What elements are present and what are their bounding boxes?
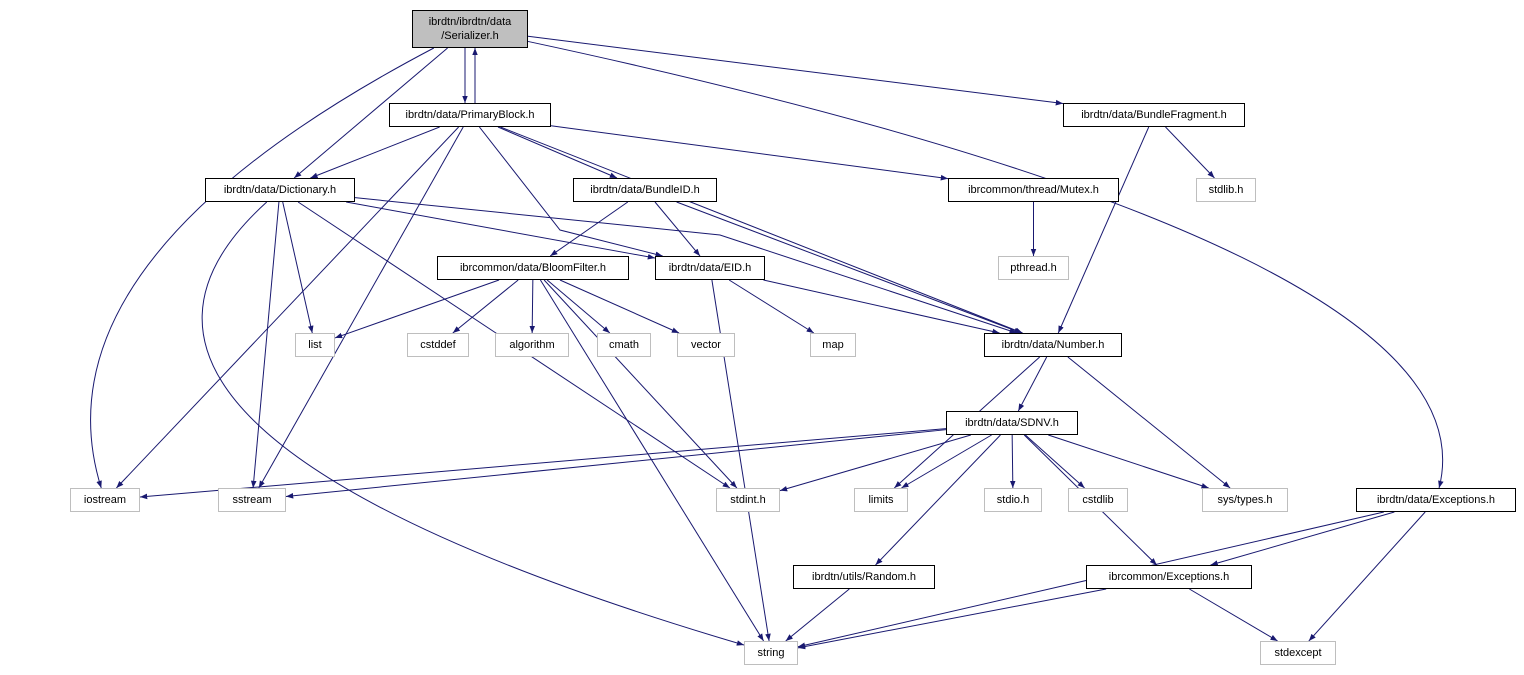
edge-bundleid-number [676,201,1022,334]
graph-node-string: string [744,641,798,665]
graph-node-stdlib: stdlib.h [1196,178,1256,202]
edge-bloomfilter-stdint [543,279,738,489]
graph-node-stdio: stdio.h [984,488,1042,512]
edge-sdnv-cstdlib [1025,434,1085,489]
graph-node-random[interactable]: ibrdtn/utils/Random.h [793,565,935,589]
edge-dictionary-number [354,197,1017,334]
edge-sdnv-stdio [1009,434,1016,489]
graph-node-stdint: stdint.h [716,488,780,512]
edge-serializer-exc_ibrdtn [527,40,1444,489]
edge-exc_ibrdtn-stdexcept [1308,511,1426,642]
edge-sdnv-random [875,434,1001,566]
edge-bundlefragment-stdlib [1165,126,1215,179]
edge-primaryblock-mutex [550,125,949,181]
edge-dictionary-string [201,201,745,646]
edge-bloomfilter-string [539,279,765,642]
edge-bundleid-bloomfilter [549,201,629,257]
graph-node-serializer: ibrdtn/ibrdtn/data /Serializer.h [412,10,528,48]
graph-node-bundlefragment[interactable]: ibrdtn/data/BundleFragment.h [1063,103,1245,127]
edge-primaryblock-bundleid [497,126,618,179]
edge-number-systypes [1067,356,1231,489]
edge-bundleid-eid [654,201,701,257]
edge-bundlefragment-number [1057,126,1150,334]
graph-node-eid[interactable]: ibrdtn/data/EID.h [655,256,765,280]
edge-sdnv-iostream [139,428,947,500]
graph-node-stdexcept: stdexcept [1260,641,1336,665]
edge-exc_ibrdtn-exc_ibrcommon [1210,511,1395,566]
graph-node-vector: vector [677,333,735,357]
graph-node-sdnv[interactable]: ibrdtn/data/SDNV.h [946,411,1078,435]
edge-bloomfilter-cmath [546,279,611,334]
graph-node-number[interactable]: ibrdtn/data/Number.h [984,333,1122,357]
edge-sdnv-stdint [779,434,971,492]
graph-node-iostream: iostream [70,488,140,512]
graph-node-systypes: sys/types.h [1202,488,1288,512]
graph-node-exc_ibrcommon[interactable]: ibrcommon/Exceptions.h [1086,565,1252,589]
edge-sdnv-systypes [1048,434,1209,489]
edge-bloomfilter-list [334,279,500,339]
edge-primaryblock-iostream [116,126,459,489]
graph-node-bundleid[interactable]: ibrdtn/data/BundleID.h [573,178,717,202]
graph-node-cstdlib: cstdlib [1068,488,1128,512]
edge-bloomfilter-algorithm [529,279,536,334]
edge-bloomfilter-vector [559,279,680,334]
edge-serializer-bundlefragment [527,35,1064,106]
edge-bloomfilter-cstddef [452,279,519,334]
edge-sdnv-sstream [285,429,947,499]
graph-node-cstddef: cstddef [407,333,469,357]
edge-serializer-dictionary [293,47,448,179]
graph-node-dictionary[interactable]: ibrdtn/data/Dictionary.h [205,178,355,202]
edge-primaryblock-dictionary [310,126,440,179]
edge-serializer-iostream [90,47,435,489]
edge-exc_ibrcommon-string [797,588,1107,650]
edge-primaryblock-sstream [258,126,464,489]
graph-node-mutex[interactable]: ibrcommon/thread/Mutex.h [948,178,1119,202]
edge-exc_ibrcommon-stdexcept [1189,588,1278,642]
graph-node-bloomfilter[interactable]: ibrcommon/data/BloomFilter.h [437,256,629,280]
graph-node-map: map [810,333,856,357]
edge-dictionary-sstream [250,201,280,489]
edge-sdnv-limits [901,434,992,489]
edge-primaryblock-eid [478,126,663,257]
graph-node-pthread: pthread.h [998,256,1069,280]
edge-eid-map [728,279,815,334]
graph-node-exc_ibrdtn[interactable]: ibrdtn/data/Exceptions.h [1356,488,1516,512]
edge-dictionary-eid [346,201,656,260]
graph-node-limits: limits [854,488,908,512]
edge-number-sdnv [1017,356,1048,412]
edge-primaryblock-number [500,126,1023,334]
graph-node-cmath: cmath [597,333,651,357]
edge-dictionary-list [282,201,314,334]
graph-node-list: list [295,333,335,357]
edge-random-string [785,588,850,642]
edge-eid-number [763,279,1000,335]
graph-node-sstream: sstream [218,488,286,512]
graph-node-algorithm: algorithm [495,333,569,357]
graph-node-primaryblock[interactable]: ibrdtn/data/PrimaryBlock.h [389,103,551,127]
